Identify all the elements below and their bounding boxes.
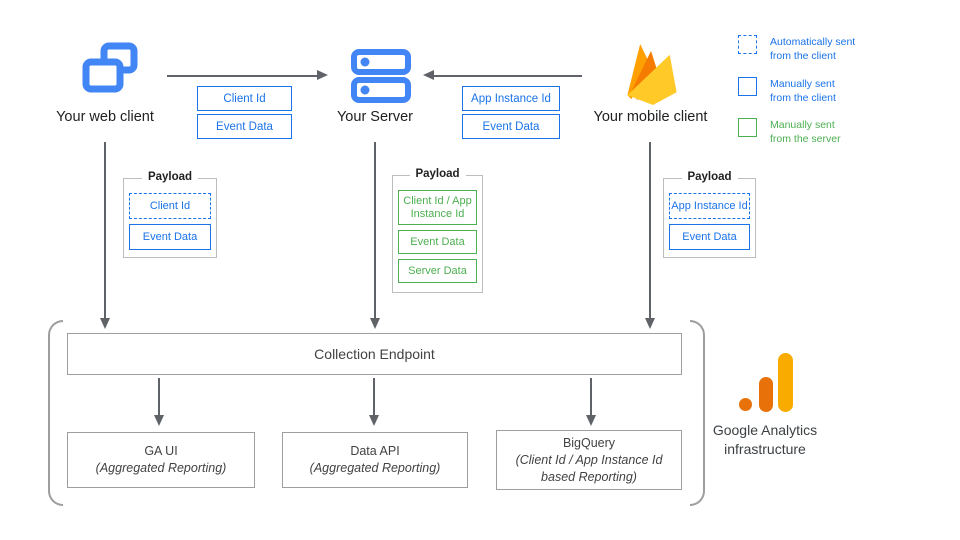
ga-ui-box: GA UI (Aggregated Reporting) — [67, 432, 255, 488]
arrow-endpoint-dataapi-line — [373, 378, 375, 416]
legend-swatch-solid-green — [738, 118, 757, 137]
payload-title: Payload — [409, 168, 466, 180]
flow-box-event-data-mobile: Event Data — [462, 114, 560, 139]
legend-label: Manually sent from the client — [770, 78, 836, 105]
arrow-mobile-to-server-head — [423, 70, 434, 80]
arrow-web-to-server-head — [317, 70, 328, 80]
server-label: Your Server — [336, 109, 414, 125]
payload-item-event-data: Event Data — [669, 224, 750, 250]
firebase-icon — [627, 43, 677, 106]
ga-ui-subtitle: (Aggregated Reporting) — [95, 461, 227, 475]
arrow-web-down-head — [99, 318, 110, 329]
legend-item-manual-server: Manually sent from the server — [738, 118, 841, 146]
payload-item-event-data: Event Data — [129, 224, 211, 250]
infrastructure-caption: Google Analytics infrastructure — [690, 421, 840, 459]
arrow-endpoint-gaui-head — [153, 415, 164, 426]
legend-item-auto-client: Automatically sent from the client — [738, 35, 855, 63]
legend-line: from the client — [770, 91, 836, 104]
arrow-mobile-down-head — [644, 318, 655, 329]
payload-item-app-instance-id: App Instance Id — [669, 193, 750, 219]
flow-box-event-data: Event Data — [197, 114, 292, 139]
arrow-endpoint-bigquery-line — [590, 378, 592, 416]
collection-endpoint-box: Collection Endpoint — [67, 333, 682, 375]
arrow-server-down-line — [374, 142, 376, 319]
bigquery-box: BigQuery (Client Id / App Instance Id ba… — [496, 430, 682, 490]
ga-ui-title: GA UI — [144, 444, 178, 458]
bigquery-title: BigQuery — [562, 435, 616, 450]
bigquery-subtitle: (Client Id / App Instance Id based Repor… — [515, 452, 663, 484]
arrow-web-to-server-line — [167, 75, 318, 77]
legend-label: Manually sent from the server — [770, 119, 841, 146]
payload-item-client-app-instance-id: Client Id / App Instance Id — [398, 190, 477, 225]
google-analytics-logo-dot — [739, 398, 752, 411]
legend-line: Manually sent — [770, 78, 835, 90]
flow-box-client-id: Client Id — [197, 86, 292, 111]
arrow-mobile-down-line — [649, 142, 651, 319]
google-analytics-logo-bar-mid — [759, 377, 773, 412]
infrastructure-caption-line1: Google Analytics — [712, 422, 818, 438]
data-api-title: Data API — [350, 444, 400, 458]
legend-label: Automatically sent from the client — [770, 36, 855, 63]
infrastructure-caption-line2: infrastructure — [724, 441, 806, 457]
flow-box-app-instance-id: App Instance Id — [462, 86, 560, 111]
data-api-subtitle: (Aggregated Reporting) — [309, 461, 441, 475]
legend-line: Manually sent — [770, 119, 835, 131]
server-icon — [351, 49, 411, 103]
web-client-icon — [82, 42, 138, 93]
arrow-endpoint-bigquery-head — [585, 415, 596, 426]
payload-mobile: Payload App Instance Id Event Data — [663, 171, 756, 258]
arrow-endpoint-gaui-line — [158, 378, 160, 416]
legend-line: from the server — [770, 132, 841, 145]
payload-title: Payload — [141, 171, 199, 183]
mobile-client-label: Your mobile client — [593, 109, 708, 125]
google-analytics-logo-bar-tall — [778, 353, 793, 412]
legend-line: from the client — [770, 49, 836, 62]
arrow-server-down-head — [369, 318, 380, 329]
payload-item-server-data: Server Data — [398, 259, 477, 283]
web-client-label: Your web client — [56, 109, 154, 125]
payload-title: Payload — [681, 171, 738, 183]
legend-swatch-solid-blue — [738, 77, 757, 96]
infrastructure-bracket-left — [48, 320, 63, 506]
arrow-endpoint-dataapi-head — [368, 415, 379, 426]
payload-item-event-data: Event Data — [398, 230, 477, 254]
data-api-box: Data API (Aggregated Reporting) — [282, 432, 468, 488]
payload-item-client-id: Client Id — [129, 193, 211, 219]
payload-web: Payload Client Id Event Data — [123, 171, 217, 258]
legend-item-manual-client: Manually sent from the client — [738, 77, 836, 105]
arrow-web-down-line — [104, 142, 106, 319]
payload-server: Payload Client Id / App Instance Id Even… — [392, 168, 483, 293]
arrow-mobile-to-server-line — [433, 75, 582, 77]
legend-swatch-dashed-blue — [738, 35, 757, 54]
legend-line: Automatically sent — [770, 36, 856, 48]
infrastructure-bracket-right — [690, 320, 705, 506]
